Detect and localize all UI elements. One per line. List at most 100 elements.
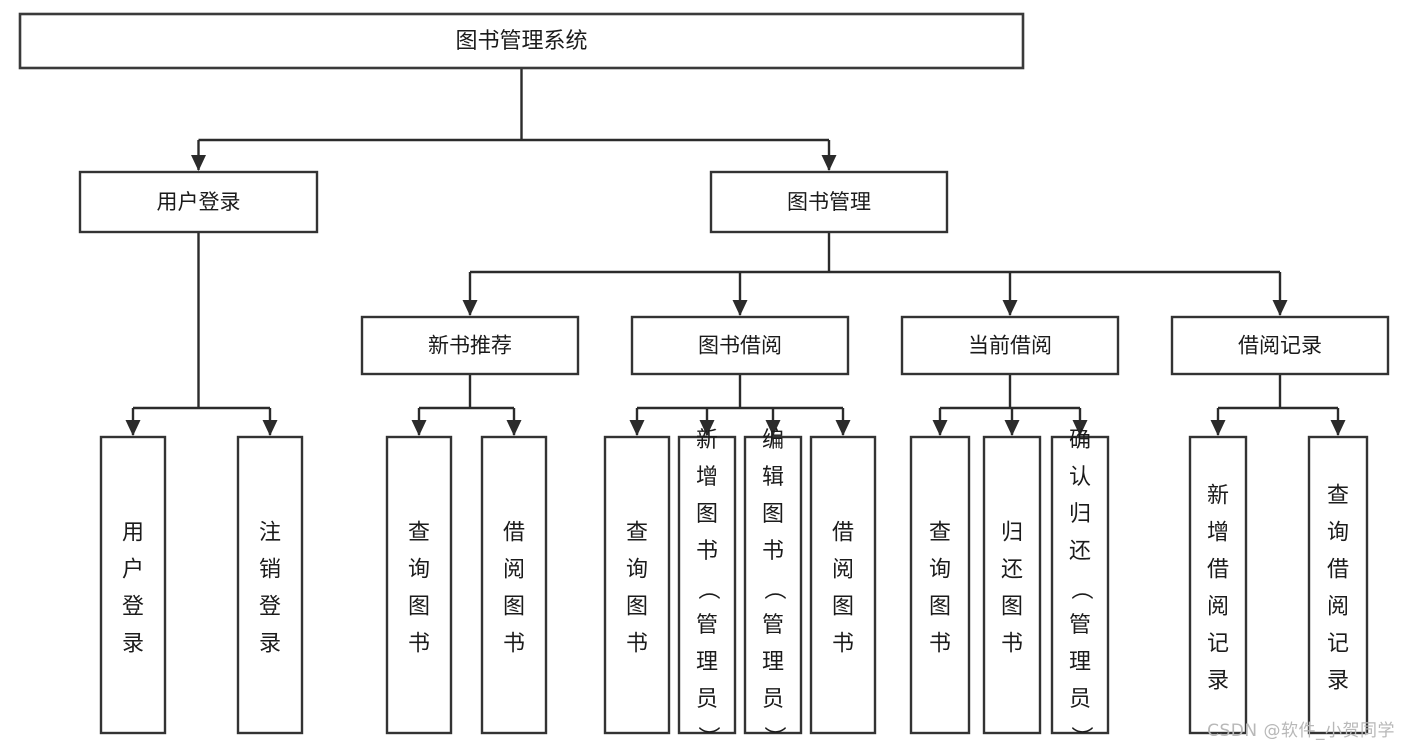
node-level2-1[interactable]	[630, 315, 850, 376]
node-leaf-9[interactable]	[982, 435, 1042, 735]
node-box[interactable]	[603, 435, 671, 735]
node-leaf-7[interactable]	[809, 435, 877, 735]
node-root-label: 图书管理系统	[455, 29, 587, 54]
arrow-head-icon	[1272, 300, 1288, 316]
node-level2-label-2: 当前借阅	[968, 334, 1052, 358]
node-box[interactable]	[360, 315, 580, 376]
arrow-head-icon	[191, 155, 206, 171]
arrow-head-icon	[506, 420, 522, 436]
node-leaf-12[interactable]	[1307, 435, 1369, 735]
node-level2-label-1: 图书借阅	[698, 334, 782, 358]
node-leaf-8[interactable]	[909, 435, 971, 735]
arrow-head-icon	[932, 420, 948, 436]
arrow-head-icon	[765, 420, 781, 436]
node-level2-3[interactable]	[1170, 315, 1390, 376]
leaf-label-char: 书	[408, 632, 430, 657]
leaf-label-char: 户	[122, 558, 144, 583]
node-box[interactable]	[677, 435, 737, 735]
leaf-label-char: 图	[1001, 595, 1023, 620]
leaf-label-char: 销	[259, 558, 281, 583]
node-leaf-1[interactable]	[236, 435, 304, 735]
arrow-head-icon	[1210, 420, 1226, 436]
leaf-label-char: 图	[503, 595, 525, 620]
node-leaf-11[interactable]	[1188, 435, 1248, 735]
leaf-label-char: 书	[503, 632, 525, 657]
arrow-head-icon	[732, 300, 748, 316]
node-box[interactable]	[18, 12, 1025, 70]
node-level1-1[interactable]	[709, 170, 949, 234]
node-box[interactable]	[1050, 435, 1110, 735]
node-leaf-10[interactable]	[1050, 435, 1110, 735]
node-box[interactable]	[1307, 435, 1369, 735]
leaf-label-char: （	[695, 578, 720, 600]
node-root[interactable]	[18, 12, 1025, 70]
leaf-label-char: 登	[122, 595, 144, 620]
node-leaf-4[interactable]	[603, 435, 671, 735]
node-leaf-0[interactable]	[99, 435, 167, 735]
node-box[interactable]	[1188, 435, 1248, 735]
leaf-label-char: 增	[696, 465, 718, 490]
leaf-label-char: 记	[1327, 632, 1349, 657]
leaf-label-char: 借	[1207, 558, 1229, 583]
leaf-label-char: 书	[626, 632, 648, 657]
node-level1-label-0: 用户登录	[157, 190, 241, 214]
arrow-head-icon	[835, 420, 851, 436]
leaf-label-char: 询	[1327, 521, 1349, 546]
leaf-label-char: 图	[929, 595, 951, 620]
leaf-label-char: 图	[408, 595, 430, 620]
node-box[interactable]	[385, 435, 453, 735]
leaf-label-char: 询	[626, 558, 648, 583]
node-leaf-3[interactable]	[480, 435, 548, 735]
arrow-head-icon	[125, 420, 141, 436]
leaf-label-char: 借	[832, 521, 854, 546]
arrow-head-icon	[262, 420, 278, 436]
leaf-label-char: 查	[408, 521, 430, 546]
leaf-label-char: 编	[762, 428, 784, 453]
node-box[interactable]	[236, 435, 304, 735]
leaf-label-char: 员	[696, 687, 718, 712]
leaf-label-char: 借	[503, 521, 525, 546]
leaf-label-char: 书	[1001, 632, 1023, 657]
leaf-label-char: 查	[1327, 484, 1349, 509]
arrow-head-icon	[1004, 420, 1020, 436]
node-box[interactable]	[743, 435, 803, 735]
node-box[interactable]	[630, 315, 850, 376]
leaf-label-char: 理	[1069, 650, 1091, 675]
leaf-label-char: 查	[626, 521, 648, 546]
leaf-label-char: 图	[832, 595, 854, 620]
arrow-head-icon	[462, 300, 478, 316]
node-box[interactable]	[909, 435, 971, 735]
node-box[interactable]	[78, 170, 319, 234]
leaf-label-char: 登	[259, 595, 281, 620]
arrow-head-icon	[1002, 300, 1018, 316]
leaf-label-char: 增	[1207, 521, 1229, 546]
node-box[interactable]	[480, 435, 548, 735]
node-box[interactable]	[982, 435, 1042, 735]
node-level1-0[interactable]	[78, 170, 319, 234]
node-box[interactable]	[709, 170, 949, 234]
leaf-label-char: 书	[696, 539, 718, 564]
node-box[interactable]	[1170, 315, 1390, 376]
leaf-label-char: 管	[1069, 613, 1091, 638]
node-level2-2[interactable]	[900, 315, 1120, 376]
leaf-label-char: 询	[408, 558, 430, 583]
leaf-label-char: 还	[1069, 539, 1091, 564]
node-box[interactable]	[99, 435, 167, 735]
node-leaf-2[interactable]	[385, 435, 453, 735]
node-leaf-5[interactable]	[677, 435, 737, 735]
node-level2-0[interactable]	[360, 315, 580, 376]
node-box[interactable]	[900, 315, 1120, 376]
node-box[interactable]	[809, 435, 877, 735]
leaf-label-char: 用	[122, 521, 144, 546]
node-leaf-6[interactable]	[743, 435, 803, 735]
arrow-head-icon	[1330, 420, 1346, 436]
